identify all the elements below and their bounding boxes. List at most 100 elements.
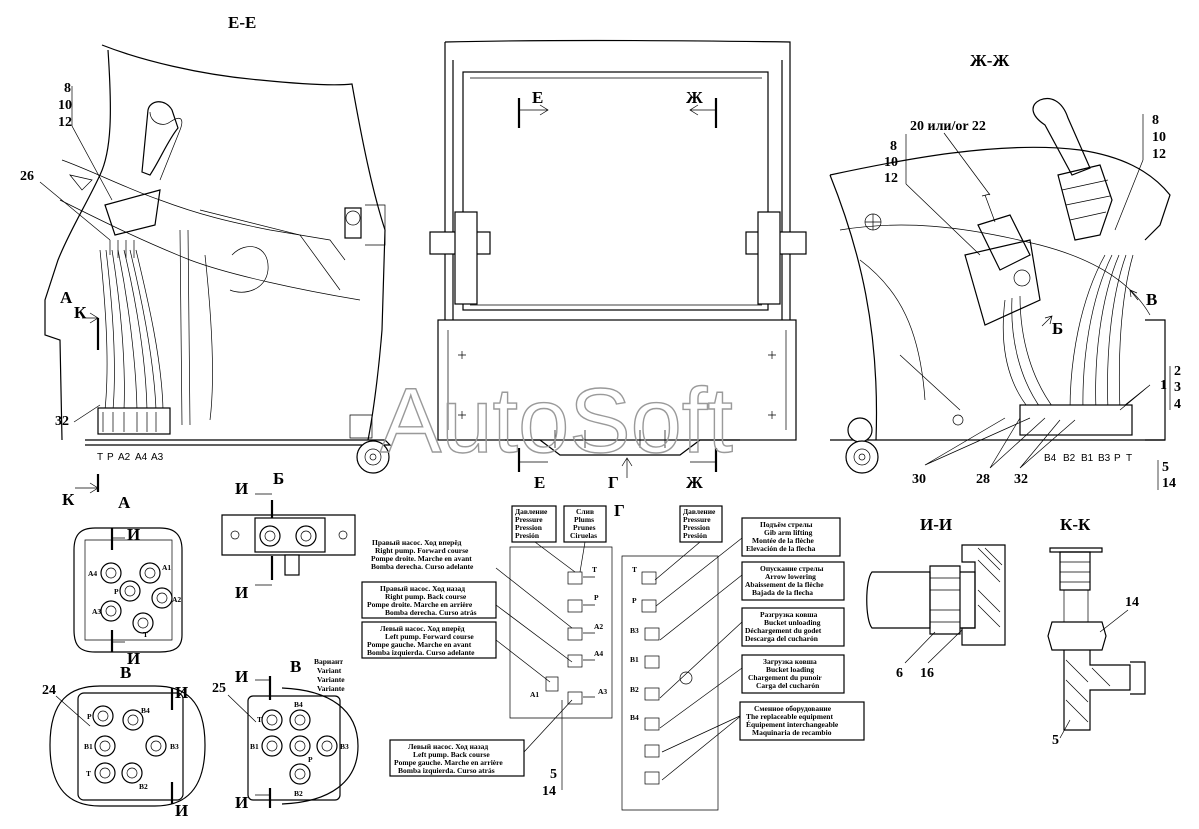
marker-i-v2-top: И	[235, 667, 248, 686]
view-v: В 24 И И P B4 B1 B3 T B2	[42, 663, 206, 820]
svg-text:Abaissement de la flèche: Abaissement de la flèche	[745, 580, 824, 589]
right-note-1: Подъём стрелы Gib arm lifting Montée de …	[741, 517, 841, 557]
view-a-port-a2: A2	[172, 595, 181, 604]
svg-text:Arrow lowering: Arrow lowering	[765, 572, 816, 581]
header-pressure-right: Давление Pressure Pression Presión	[679, 505, 723, 543]
callout-14-right: 14	[1162, 476, 1176, 491]
variant-ru: Вариант	[314, 657, 343, 666]
view-a-port-a4: A4	[88, 569, 97, 578]
callout-14-kk: 14	[1125, 595, 1139, 610]
callout-20: 20 или/or 22	[910, 119, 986, 134]
svg-text:Ciruelas: Ciruelas	[570, 531, 597, 540]
section-title-kk: К-К	[1060, 515, 1091, 534]
view-g: Г Давление Pressure Pression Presión Сли…	[361, 501, 865, 811]
valve-left-p: P	[594, 593, 599, 602]
callout-32: 32	[55, 414, 69, 429]
svg-text:Presión: Presión	[515, 531, 540, 540]
svg-text:Prunes: Prunes	[573, 523, 596, 532]
valve-left-t: T	[592, 565, 597, 574]
marker-b-right: Б	[1052, 319, 1063, 338]
svg-text:Подъём стрелы: Подъём стрелы	[760, 520, 813, 529]
port-label-a3: A3	[151, 452, 164, 463]
callout-24: 24	[42, 683, 56, 698]
callout-3: 3	[1174, 380, 1181, 395]
svg-text:Pompe gauche. Marche en avant: Pompe gauche. Marche en avant	[367, 640, 472, 649]
view-v2-port-b2: B2	[294, 789, 303, 798]
view-v-port-b3: B3	[170, 742, 179, 751]
right-note-3: Разгрузка ковша Bucket unloading Décharg…	[741, 607, 845, 647]
callout-30: 30	[912, 472, 926, 487]
svg-text:Équipement interchangeable: Équipement interchangeable	[746, 719, 839, 729]
svg-text:Pompe droite. Marche en avant: Pompe droite. Marche en avant	[371, 554, 472, 563]
callout-1: 1	[1160, 378, 1167, 393]
view-b: Б И И	[221, 469, 356, 602]
svg-text:Опускание стрелы: Опускание стрелы	[760, 564, 824, 573]
variant-fr: Variante	[317, 675, 345, 684]
callout-26: 26	[20, 169, 34, 184]
svg-text:Давление: Давление	[683, 507, 716, 516]
valve-left-a3: A3	[598, 687, 607, 696]
view-v2-port-t: T	[257, 715, 262, 724]
view-v2-port-b1: B1	[250, 742, 259, 751]
callouts-ee: 8 10 12 26 32 А К К	[20, 81, 87, 509]
left-note-4: Левый насос. Ход назад Left pump. Back c…	[389, 739, 525, 777]
view-v-port-b2: B2	[139, 782, 148, 791]
svg-text:Gib arm lifting: Gib arm lifting	[764, 528, 813, 537]
view-b-title: Б	[273, 469, 284, 488]
marker-i-a-top: И	[127, 525, 140, 544]
callout-12-far: 12	[1152, 147, 1166, 162]
port-label-b3: B3	[1098, 453, 1111, 464]
port-label-a4: A4	[135, 452, 148, 463]
view-v-title: В	[120, 663, 131, 682]
svg-text:Carga del cucharón: Carga del cucharón	[756, 681, 820, 690]
callout-12: 12	[58, 115, 72, 130]
svg-text:Bomba derecha. Curso adelante: Bomba derecha. Curso adelante	[371, 562, 474, 571]
valve-left-a4: A4	[594, 649, 603, 658]
view-a-title: А	[118, 493, 131, 512]
callouts-zhzh: 20 или/or 22 8 10 12 8 10 12 2 3 4 1 5 1…	[884, 113, 1181, 491]
section-kk: К-К 14 5	[1047, 515, 1146, 748]
valve-right-b3: B3	[630, 626, 639, 635]
callout-8-right: 8	[890, 139, 897, 154]
section-ii: И-И 6 16	[866, 515, 1006, 681]
valve-right-b2: B2	[630, 685, 639, 694]
marker-zh-bottom: Ж	[686, 473, 703, 492]
svg-text:Right pump. Forward course: Right pump. Forward course	[375, 546, 469, 555]
section-title-ii: И-И	[920, 515, 952, 534]
marker-g: Г	[608, 473, 619, 492]
view-v-port-b1: B1	[84, 742, 93, 751]
marker-i-a-bottom: И	[127, 649, 140, 668]
svg-text:Pompe droite. Marche en arrièr: Pompe droite. Marche en arrière	[367, 600, 473, 609]
port-label-t-right: T	[1126, 453, 1132, 464]
svg-text:Left pump. Back course: Left pump. Back course	[413, 750, 490, 759]
port-label-a2: A2	[118, 452, 131, 463]
view-v2-port-p: P	[308, 755, 313, 764]
marker-e-top: Е	[532, 88, 543, 107]
svg-text:Bomba izquierda. Curso atrás: Bomba izquierda. Curso atrás	[398, 766, 495, 775]
svg-text:Pression: Pression	[515, 523, 543, 532]
svg-text:Left pump. Forward course: Left pump. Forward course	[385, 632, 474, 641]
right-note-4: Загрузка ковша Bucket loading Chargement…	[741, 654, 845, 694]
valve-left-a2: A2	[594, 622, 603, 631]
valve-right-p: P	[632, 596, 637, 605]
view-a-port-t: T	[143, 630, 148, 639]
port-label-p: P	[107, 452, 114, 463]
port-label-b1: B1	[1081, 453, 1094, 464]
callout-14-g: 14	[542, 784, 556, 799]
svg-text:Pressure: Pressure	[683, 515, 711, 524]
svg-text:Правый насос. Ход вперёд: Правый насос. Ход вперёд	[372, 538, 462, 547]
svg-text:Pression: Pression	[683, 523, 711, 532]
view-v-variant: В Вариант Variant Variante Variante 25 И…	[212, 657, 359, 812]
svg-text:Сменное оборудование: Сменное оборудование	[754, 704, 832, 713]
view-v2-title: В	[290, 657, 301, 676]
port-label-t: T	[97, 452, 103, 463]
header-pressure-left: Давление Pressure Pression Presión	[511, 505, 557, 543]
svg-text:Déchargement du godet: Déchargement du godet	[745, 626, 822, 635]
port-label-p-right: P	[1114, 453, 1121, 464]
right-note-5: Сменное оборудование The replaceable equ…	[739, 701, 865, 741]
marker-i-b-top: И	[235, 479, 248, 498]
view-v2-port-b3: B3	[340, 742, 349, 751]
view-a-port-p: P	[114, 587, 119, 596]
callout-10: 10	[58, 98, 72, 113]
